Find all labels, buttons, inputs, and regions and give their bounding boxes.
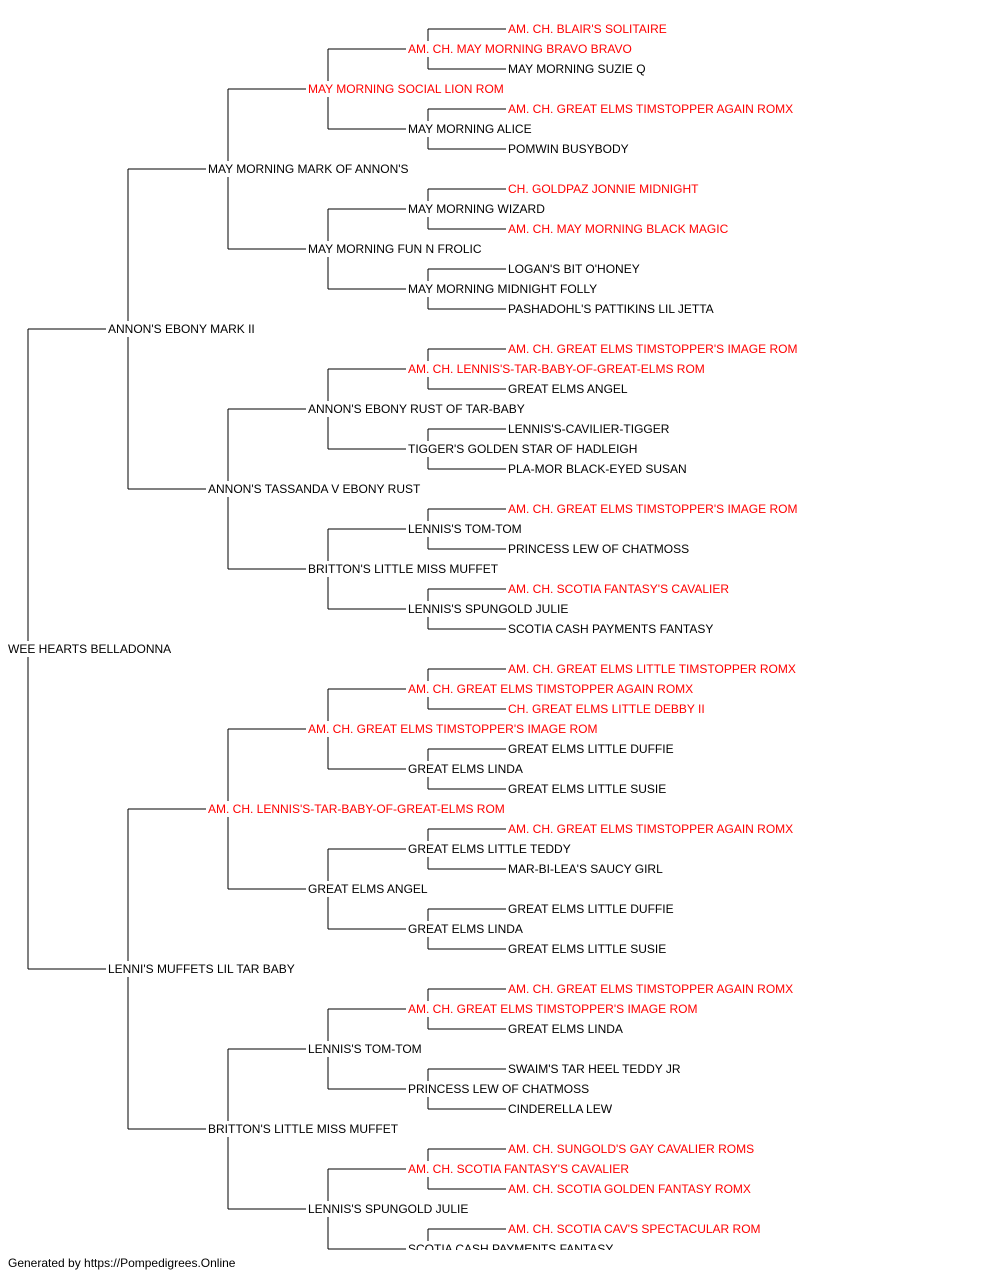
- ancestor-name: PLA-MOR BLACK-EYED SUSAN: [508, 462, 687, 476]
- ancestor-name: GREAT ELMS LITTLE TEDDY: [408, 842, 571, 856]
- ancestor-name: MAY MORNING ALICE: [408, 122, 532, 136]
- ancestor-name: SWAIM'S TAR HEEL TEDDY JR: [508, 1062, 681, 1076]
- ancestor-name: AM. CH. SCOTIA FANTASY'S CAVALIER: [408, 1162, 629, 1176]
- ancestor-name: AM. CH. GREAT ELMS TIMSTOPPER AGAIN ROMX: [408, 682, 693, 696]
- ancestor-name: MAY MORNING MIDNIGHT FOLLY: [408, 282, 597, 296]
- ancestor-name: PRINCESS LEW OF CHATMOSS: [408, 1082, 589, 1096]
- ancestor-name: ANNON'S EBONY RUST OF TAR-BABY: [308, 402, 525, 416]
- ancestor-name: MAY MORNING MARK OF ANNON'S: [208, 162, 409, 176]
- ancestor-name: AM. CH. BLAIR'S SOLITAIRE: [508, 22, 667, 36]
- ancestor-name: PASHADOHL'S PATTIKINS LIL JETTA: [508, 302, 714, 316]
- ancestor-name: MAY MORNING FUN N FROLIC: [308, 242, 482, 256]
- ancestor-name: GREAT ELMS LITTLE SUSIE: [508, 942, 666, 956]
- ancestor-name: TIGGER'S GOLDEN STAR OF HADLEIGH: [408, 442, 637, 456]
- ancestor-name: MAY MORNING SOCIAL LION ROM: [308, 82, 504, 96]
- ancestor-name: CINDERELLA LEW: [508, 1102, 613, 1116]
- ancestor-name: MAY MORNING WIZARD: [408, 202, 545, 216]
- ancestor-name: GREAT ELMS ANGEL: [508, 382, 628, 396]
- ancestor-name: AM. CH. GREAT ELMS TIMSTOPPER'S IMAGE RO…: [408, 1002, 697, 1016]
- ancestor-name: AM. CH. GREAT ELMS TIMSTOPPER'S IMAGE RO…: [508, 502, 797, 516]
- ancestor-name: AM. CH. GREAT ELMS TIMSTOPPER'S IMAGE RO…: [508, 342, 797, 356]
- ancestor-name: POMWIN BUSYBODY: [508, 142, 629, 156]
- ancestor-name: ANNON'S TASSANDA V EBONY RUST: [208, 482, 421, 496]
- ancestor-name: GREAT ELMS LITTLE SUSIE: [508, 782, 666, 796]
- ancestor-name: CH. GREAT ELMS LITTLE DEBBY II: [508, 702, 705, 716]
- subject-dog-name: WEE HEARTS BELLADONNA: [8, 642, 171, 656]
- ancestor-name: ANNON'S EBONY MARK II: [108, 322, 255, 336]
- ancestor-name: MAR-BI-LEA'S SAUCY GIRL: [508, 862, 663, 876]
- ancestor-name: AM. CH. LENNIS'S-TAR-BABY-OF-GREAT-ELMS …: [208, 802, 505, 816]
- ancestor-name: GREAT ELMS LITTLE DUFFIE: [508, 742, 674, 756]
- ancestor-name: AM. CH. SUNGOLD'S GAY CAVALIER ROMS: [508, 1142, 754, 1156]
- ancestor-name: AM. CH. GREAT ELMS LITTLE TIMSTOPPER ROM…: [508, 662, 796, 676]
- ancestor-name: LENNIS'S TOM-TOM: [408, 522, 522, 536]
- ancestor-name: LENNIS'S TOM-TOM: [308, 1042, 422, 1056]
- ancestor-name: AM. CH. GREAT ELMS TIMSTOPPER AGAIN ROMX: [508, 822, 793, 836]
- ancestor-name: LENNIS'S SPUNGOLD JULIE: [408, 602, 568, 616]
- ancestor-name: LENNI'S MUFFETS LIL TAR BABY: [108, 962, 295, 976]
- ancestor-name: AM. CH. SCOTIA GOLDEN FANTASY ROMX: [508, 1182, 751, 1196]
- ancestor-name: AM. CH. GREAT ELMS TIMSTOPPER AGAIN ROMX: [508, 982, 793, 996]
- ancestor-name: AM. CH. SCOTIA FANTASY'S CAVALIER: [508, 582, 729, 596]
- ancestor-name: BRITTON'S LITTLE MISS MUFFET: [308, 562, 499, 576]
- ancestor-name: AM. CH. SCOTIA CAV'S SPECTACULAR ROM: [508, 1222, 761, 1236]
- ancestor-name: AM. CH. MAY MORNING BRAVO BRAVO: [408, 42, 632, 56]
- ancestor-name: AM. CH. GREAT ELMS TIMSTOPPER AGAIN ROMX: [508, 102, 793, 116]
- ancestor-name: CH. GOLDPAZ JONNIE MIDNIGHT: [508, 182, 699, 196]
- ancestor-name: MAY MORNING SUZIE Q: [508, 62, 646, 76]
- ancestor-name: LENNIS'S-CAVILIER-TIGGER: [508, 422, 670, 436]
- ancestor-name: GREAT ELMS LINDA: [408, 762, 523, 776]
- ancestor-name: GREAT ELMS LINDA: [408, 922, 523, 936]
- ancestor-name: AM. CH. MAY MORNING BLACK MAGIC: [508, 222, 729, 236]
- footer-credit: Generated by https://Pompedigrees.Online: [8, 1256, 236, 1270]
- ancestor-name: SCOTIA CASH PAYMENTS FANTASY: [408, 1242, 613, 1250]
- ancestor-name: LOGAN'S BIT O'HONEY: [508, 262, 640, 276]
- pedigree-tree: WEE HEARTS BELLADONNA ANNON'S EBONY MARK …: [8, 22, 797, 1250]
- ancestor-name: BRITTON'S LITTLE MISS MUFFET: [208, 1122, 399, 1136]
- ancestor-name: GREAT ELMS ANGEL: [308, 882, 428, 896]
- ancestor-name: AM. CH. LENNIS'S-TAR-BABY-OF-GREAT-ELMS …: [408, 362, 705, 376]
- ancestor-name: AM. CH. GREAT ELMS TIMSTOPPER'S IMAGE RO…: [308, 722, 597, 736]
- ancestor-name: SCOTIA CASH PAYMENTS FANTASY: [508, 622, 713, 636]
- ancestor-name: PRINCESS LEW OF CHATMOSS: [508, 542, 689, 556]
- ancestor-name: GREAT ELMS LITTLE DUFFIE: [508, 902, 674, 916]
- ancestor-name: LENNIS'S SPUNGOLD JULIE: [308, 1202, 468, 1216]
- ancestor-name: GREAT ELMS LINDA: [508, 1022, 623, 1036]
